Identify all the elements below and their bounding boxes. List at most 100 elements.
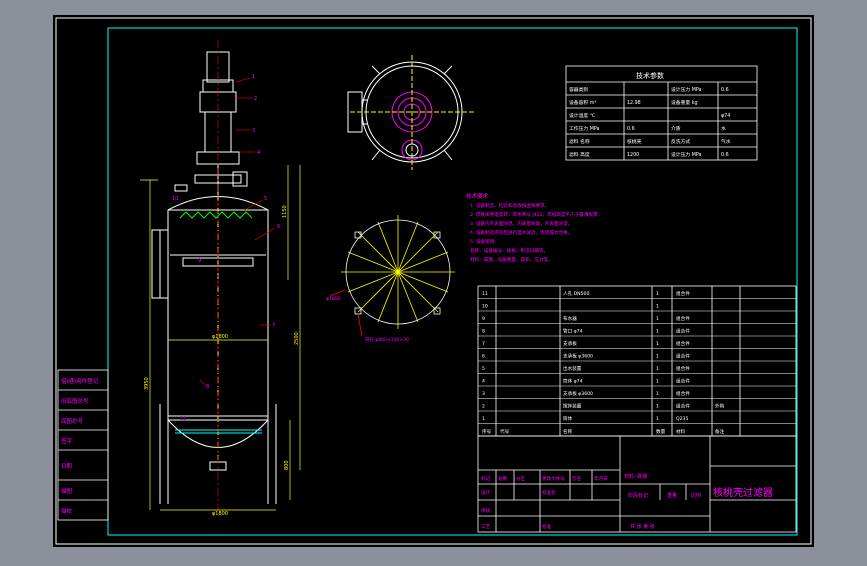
callout-number: 4 [257, 150, 260, 156]
title-block-cell: 工艺 [481, 524, 491, 530]
parts-cell: 组合件 [676, 290, 690, 297]
tech-params-table [565, 65, 758, 161]
side-table-label: 底图总号 [61, 417, 84, 425]
parts-header-cell: 序号 [482, 428, 492, 435]
parts-cell: 组合件 [676, 390, 690, 397]
parts-header-cell: 代号 [500, 428, 510, 435]
parts-cell: 支承板 φ3600 [563, 390, 593, 397]
tech-param-cell: 设计压力 MPa [671, 151, 702, 158]
tech-param-cell: 容器类别 [569, 86, 588, 93]
dim-shell-diameter: φ1800 [212, 334, 228, 340]
title-block-cell: 批准 [542, 523, 552, 530]
parts-cell: 组合件 [676, 353, 690, 360]
parts-cell: 1 [656, 379, 659, 385]
parts-cell: 组合件 [676, 328, 690, 335]
parts-cell: 筒体 [563, 415, 573, 422]
tech-param-cell: 0.6 [721, 87, 729, 93]
tech-req-line: 3. 设备内外表面除锈，内表面防腐，外表面涂漆。 [470, 220, 572, 227]
side-table-label: 借(通)用件登记 [61, 377, 99, 385]
title-block-cell: 签名 [572, 475, 581, 482]
tech-req-line: 名称、设备编号、规格、制造日期等。 [470, 247, 548, 254]
parts-cell: 组合件 [676, 365, 690, 372]
tech-param-cell: 介质 [671, 125, 681, 132]
parts-cell: 7 [482, 341, 485, 347]
parts-cell: 4 [482, 379, 485, 385]
title-block-cell: 标准化 [542, 489, 556, 496]
sheet-label: 共 张 第 张 [630, 523, 655, 530]
title-block-cell: 分区 [516, 475, 526, 482]
hole-note: 开孔 φ800×100×30 [365, 336, 409, 343]
scale-label: 比例 [691, 492, 701, 499]
tech-param-cell: 反洗方式 [671, 138, 690, 145]
parts-cell: 1 [656, 304, 659, 310]
parts-cell: 1 [656, 354, 659, 360]
tech-param-cell: 气水 [721, 138, 731, 145]
parts-cell: 1 [482, 416, 485, 422]
callout-number: 3 [252, 128, 255, 134]
parts-cell: 组合件 [676, 340, 690, 347]
callout-number: 10 [172, 196, 178, 202]
technical-requirements: 技术要求 1. 设备制造、检验和验收按图样要求。 2. 焊接采用电弧焊，焊条牌号 J… [466, 192, 602, 263]
callout-number: 8 [206, 384, 209, 390]
tech-req-line: 材料：碳钢，设备重量、容积、压力等。 [470, 256, 553, 263]
parts-header-cell: 材料 [676, 428, 686, 435]
tech-param-cell: 设计温度 ℃ [569, 112, 596, 119]
bolt-circle-dim: φ1800 [326, 296, 341, 302]
callout-number: 11 [180, 416, 186, 422]
tech-param-cell: 工作压力 MPa [569, 125, 600, 132]
parts-cell: 搅拌装置 [563, 403, 582, 410]
title-block-cell: 审核 [481, 507, 491, 514]
tech-param-cell: 核桃壳 [627, 138, 642, 145]
tech-param-cell: 1200 [627, 152, 639, 158]
vessel-dimensions [140, 165, 301, 511]
parts-cell: 筒体 φ74 [563, 378, 583, 385]
tech-param-cell: 12.98 [627, 100, 641, 106]
base-plan-view [329, 215, 455, 337]
parts-cell: 人孔 DN500 [563, 290, 589, 297]
parts-cell: 1 [656, 341, 659, 347]
title-block [477, 435, 797, 533]
side-table-label: 描图 [61, 487, 73, 495]
tech-param-cell: 设备容积 m³ [569, 99, 596, 106]
side-table-label: 描校 [61, 507, 73, 515]
parts-cell: 6 [482, 354, 485, 360]
stage-label: 阶段标记 [628, 492, 648, 499]
sheet-border [55, 17, 812, 545]
parts-cell: 1 [656, 366, 659, 372]
tech-req-line: 5. 设备铭牌： [470, 238, 499, 245]
tech-param-cell: 滤料 名称 [569, 138, 590, 145]
parts-cell: Q235 [676, 416, 688, 422]
parts-cell: 3 [482, 391, 485, 397]
callout-number: 7 [272, 323, 275, 329]
parts-cell: 2 [482, 404, 485, 410]
distributor-weld [179, 211, 253, 219]
parts-cell: 布水器 [563, 315, 577, 322]
title-block-cell: 更改文件号 [542, 475, 565, 482]
tech-param-cell: 滤料 高度 [569, 151, 590, 158]
parts-cell: 出水装置 [563, 365, 582, 372]
parts-cell: 1 [656, 316, 659, 322]
tech-param-cell: 0.6 [627, 126, 635, 132]
tech-req-title: 技术要求 [466, 192, 489, 200]
parts-cell: 1 [656, 291, 659, 297]
callout-number: 2 [254, 96, 257, 102]
callout-number: 1 [252, 74, 255, 80]
tech-req-line: 2. 焊接采用电弧焊，焊条牌号 J422，焊缝高度不小于最薄板厚。 [470, 211, 602, 218]
tech-param-cell: φ74 [721, 113, 730, 119]
title-block-cell: 年月日 [594, 475, 608, 482]
tech-req-line: 1. 设备制造、检验和验收按图样要求。 [470, 202, 549, 209]
parts-cell: 支承板 φ3600 [563, 353, 593, 360]
parts-cell: 组合件 [676, 315, 690, 322]
title-block-cells: 标记处数分区更改文件号签名年月日设计标准化审核工艺批准 [481, 475, 608, 530]
parts-cell: 1 [656, 404, 659, 410]
side-registration-table [57, 369, 109, 521]
tech-req-line: 4. 设备制造完毕后进行盛水试验，无渗漏为合格。 [470, 229, 572, 236]
title-block-cell: 设计 [481, 489, 491, 496]
parts-header-cell: 备注 [715, 428, 725, 435]
tech-param-cell: 水 [721, 125, 726, 132]
parts-cell: 外购 [715, 403, 725, 410]
